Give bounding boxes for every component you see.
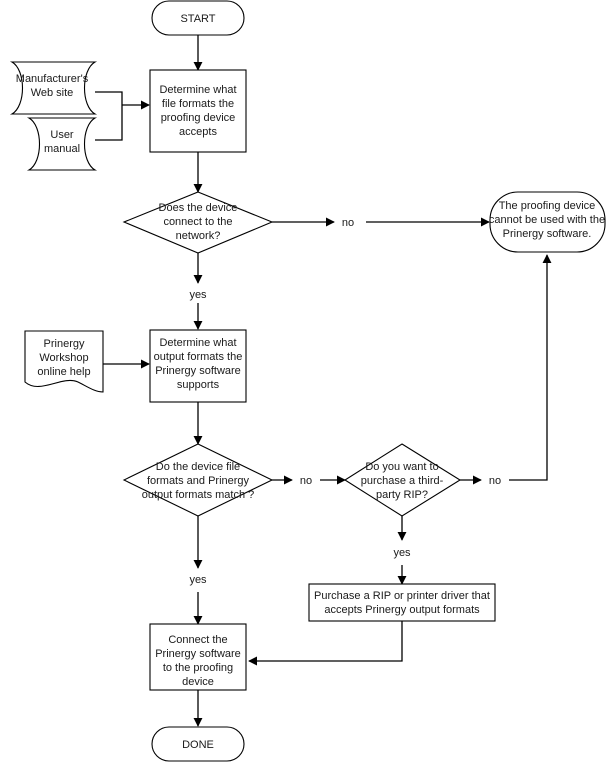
- connect-software-line3: to the proofing: [163, 662, 233, 674]
- edge-user-manual-to-junction: [95, 105, 123, 141]
- node-determine-output-formats[interactable]: Determine what output formats the Priner…: [149, 329, 247, 403]
- node-doc-online-help[interactable]: Prinergy Workshop online help: [24, 330, 104, 393]
- determine-output-formats-shape: [149, 329, 247, 403]
- cannot-be-used-shape: [489, 191, 606, 253]
- online-help-document-shape: [24, 330, 104, 393]
- determine-file-formats-line2: file formats the: [162, 98, 234, 110]
- online-help-line1: Prinergy: [44, 338, 85, 350]
- determine-file-formats-line1: Determine what: [159, 84, 236, 96]
- start-label: START: [180, 13, 215, 25]
- purchase-rip-process-shape: [308, 583, 496, 622]
- label-network-yes: yes: [189, 289, 207, 301]
- label-rip-no: no: [489, 475, 501, 487]
- determine-output-formats-line1: Determine what: [159, 337, 236, 349]
- network-decision-line3: network?: [176, 230, 221, 242]
- purchase-rip-line3: party RIP?: [376, 489, 428, 501]
- online-help-line2: Workshop: [39, 352, 88, 364]
- node-network-decision[interactable]: Does the device connect to the network?: [122, 191, 274, 254]
- node-done[interactable]: DONE: [151, 726, 245, 762]
- user-manual-line2: manual: [44, 143, 80, 155]
- purchase-rip-line2: purchase a third-: [361, 475, 444, 487]
- connect-software-shape: [149, 623, 247, 691]
- label-match-yes: yes: [189, 574, 207, 586]
- formats-match-line3: output formats match ?: [142, 489, 255, 501]
- label-match-no: no: [300, 475, 312, 487]
- edge-labels: no yes no yes no yes: [189, 217, 501, 586]
- network-decision-shape: [122, 191, 274, 254]
- edge-rip-decision-no-to-cannot-be-used: [509, 254, 552, 481]
- edge-manufacturer-doc-to-junction: [95, 91, 123, 105]
- manufacturer-document-shape: [9, 61, 98, 115]
- determine-output-formats-line2: output formats the: [154, 351, 243, 363]
- node-formats-match-decision[interactable]: Do the device file formats and Prinergy …: [122, 443, 274, 517]
- determine-file-formats-line3: proofing device: [161, 112, 236, 124]
- connect-software-line1: Connect the: [168, 634, 227, 646]
- user-manual-line1: User: [50, 129, 74, 141]
- node-connect-software[interactable]: Connect the Prinergy software to the pro…: [149, 623, 247, 691]
- cannot-be-used-line2: cannot be used with the: [489, 214, 605, 226]
- cannot-be-used-line1: The proofing device: [499, 200, 596, 212]
- connect-software-line4: device: [182, 676, 214, 688]
- start-terminator-shape: [151, 0, 245, 36]
- connect-software-line2: Prinergy software: [155, 648, 241, 660]
- edge-purchase-rip-to-connect-software: [248, 621, 403, 666]
- formats-match-decision-shape: [122, 443, 274, 517]
- manufacturer-doc-line1: Manufacturer's: [16, 73, 89, 85]
- node-doc-user-manual[interactable]: User manual: [26, 117, 98, 171]
- connectors: [95, 35, 552, 727]
- cannot-be-used-line3: Prinergy software.: [503, 228, 592, 240]
- node-cannot-be-used[interactable]: The proofing device cannot be used with …: [489, 191, 606, 253]
- label-network-no: no: [342, 217, 354, 229]
- node-purchase-rip-process[interactable]: Purchase a RIP or printer driver that ac…: [308, 583, 496, 622]
- formats-match-line2: formats and Prinergy: [147, 475, 250, 487]
- purchase-rip-process-line1: Purchase a RIP or printer driver that: [314, 590, 490, 602]
- purchase-rip-process-line2: accepts Prinergy output formats: [324, 604, 480, 616]
- user-manual-document-shape: [26, 117, 98, 171]
- done-label: DONE: [182, 739, 214, 751]
- determine-output-formats-line3: Prinergy software: [155, 365, 241, 377]
- node-start[interactable]: START: [151, 0, 245, 36]
- determine-file-formats-line4: accepts: [179, 126, 217, 138]
- online-help-line3: online help: [37, 366, 90, 378]
- determine-output-formats-line4: supports: [177, 379, 220, 391]
- label-rip-yes: yes: [393, 547, 411, 559]
- determine-file-formats-shape: [149, 69, 247, 153]
- formats-match-line1: Do the device file: [156, 461, 240, 473]
- done-terminator-shape: [151, 726, 245, 762]
- purchase-rip-decision-shape: [343, 443, 462, 517]
- network-decision-line1: Does the device: [159, 202, 238, 214]
- node-purchase-rip-decision[interactable]: Do you want to purchase a third- party R…: [343, 443, 462, 517]
- purchase-rip-line1: Do you want to: [365, 461, 438, 473]
- network-decision-line2: connect to the: [163, 216, 232, 228]
- node-determine-file-formats[interactable]: Determine what file formats the proofing…: [149, 69, 247, 153]
- manufacturer-doc-line2: Web site: [31, 87, 74, 99]
- node-doc-manufacturer[interactable]: Manufacturer's Web site: [9, 61, 98, 115]
